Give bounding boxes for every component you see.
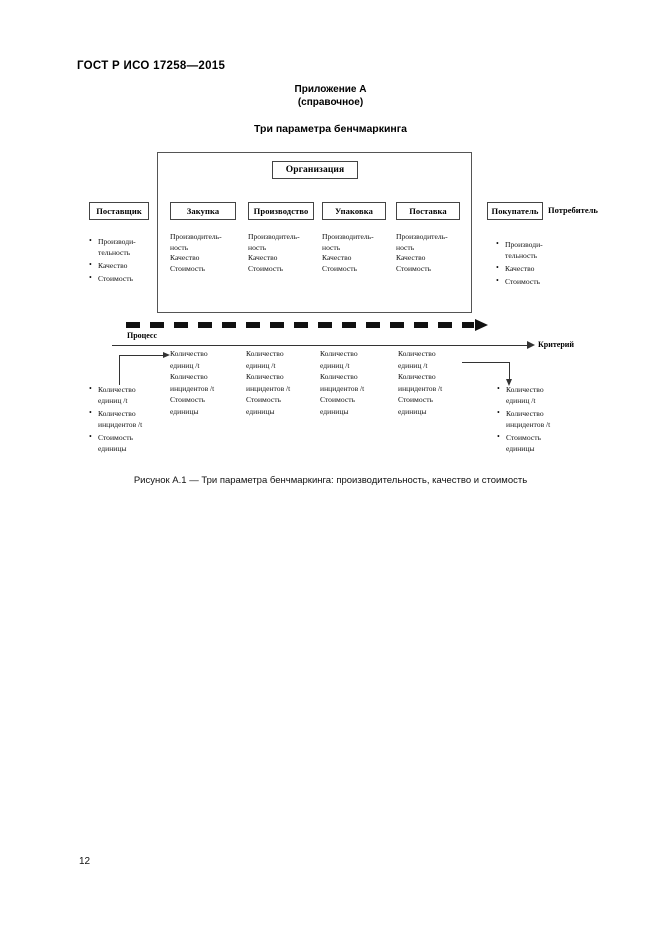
process-box-delivery: Поставка <box>396 202 460 220</box>
annex-subtitle: (справочное) <box>297 97 364 108</box>
process-box-purchase: Закупка <box>170 202 236 220</box>
figure-caption: Рисунок А.1 — Три параметра бенчмаркинга… <box>133 475 528 486</box>
criterion-axis-line <box>112 345 528 346</box>
left-connector-arrowhead-icon <box>163 351 170 358</box>
list-item: Качество <box>89 259 159 271</box>
annex-title: Приложение А <box>294 84 367 95</box>
process-dashed-arrow <box>126 319 488 331</box>
criterion-axis-label: Критерий <box>538 340 575 349</box>
process-arrowhead-icon <box>475 319 488 331</box>
right-connector-vertical <box>509 362 510 380</box>
organization-frame <box>157 152 472 313</box>
supplier-bullets: Производи-тельностьКачествоСтоимость <box>89 235 159 286</box>
figure-heading: Три параметра бенчмаркинга <box>254 123 407 135</box>
supplier-box: Поставщик <box>89 202 149 220</box>
consumer-label: Потребитель <box>548 205 598 215</box>
process-box-packaging: Упаковка <box>322 202 386 220</box>
criterion-arrowhead-icon <box>527 341 535 349</box>
list-item: Производи-тельность <box>89 235 159 258</box>
right-connector-horizontal <box>462 362 510 363</box>
right-connector-arrowhead-icon <box>506 379 512 386</box>
organization-box: Организация <box>272 161 358 179</box>
buyer-box: Покупатель <box>487 202 543 220</box>
process-box-production: Производство <box>248 202 314 220</box>
buyer-bullets: Производи-тельностьКачествоСтоимость <box>496 238 566 289</box>
list-item: Стоимость <box>89 272 159 284</box>
process-dashed-line <box>126 321 474 328</box>
list-item: Стоимость <box>496 275 566 287</box>
left-connector-vertical <box>119 355 120 385</box>
page-number: 12 <box>79 856 91 867</box>
list-item: Качество <box>496 262 566 274</box>
process-axis-label: Процесс <box>127 331 158 340</box>
list-item: Производи-тельность <box>496 238 566 261</box>
annex-title-block: Приложение А (справочное) <box>0 83 661 109</box>
left-connector-horizontal <box>119 355 164 356</box>
document-header: ГОСТ Р ИСО 17258—2015 <box>77 60 226 72</box>
